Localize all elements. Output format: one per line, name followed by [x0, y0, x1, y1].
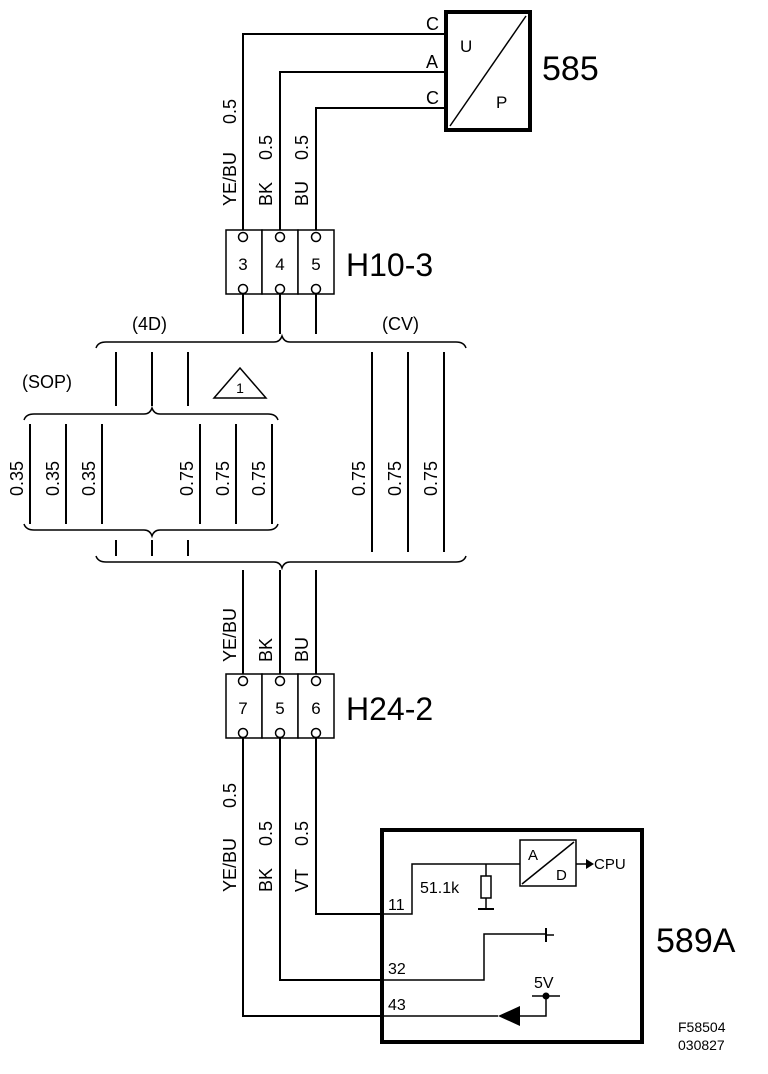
sensor-id: 585	[542, 50, 599, 88]
wire-below-size-2: 0.5	[256, 821, 276, 846]
h24-2-pin-number-2: 5	[275, 699, 284, 718]
h24-2-color-above-2: BK	[256, 638, 276, 662]
wire-below-size-3: 0.5	[292, 821, 312, 846]
adc-label-d: D	[556, 867, 567, 884]
supply-line	[520, 996, 547, 1017]
cpu-label: CPU	[594, 856, 626, 873]
supply-voltage: 5V	[534, 975, 554, 992]
h10-3-pin-top-3	[310, 231, 322, 243]
sensor-pin-c-bottom: C	[426, 88, 439, 108]
figure-code: F58504 030827	[678, 1019, 726, 1053]
size-label-right-3: 0.75	[421, 461, 441, 496]
h10-3-pin-top-1	[237, 231, 249, 243]
h10-3-pin-number-2: 4	[275, 255, 284, 274]
wire-ye-bu-ecu	[242, 738, 382, 1017]
group-label-cv: (CV)	[382, 314, 419, 334]
diode-icon	[498, 1006, 520, 1026]
wire-below-size-1: 0.5	[220, 783, 240, 808]
resistor-value: 51.1k	[420, 880, 460, 897]
note-number: 1	[236, 380, 244, 396]
wire-label-size-2: 0.5	[256, 135, 276, 160]
wire-below-color-3: VT	[292, 869, 312, 892]
h24-2-pin-number-1: 7	[238, 699, 247, 718]
wire-label-color-3: BU	[292, 181, 312, 206]
size-label-left-2: 0.75	[213, 461, 233, 496]
size-label-right-2: 0.75	[385, 461, 405, 496]
size-label-small-3: 0.35	[79, 461, 99, 496]
size-label-left-3: 0.75	[249, 461, 269, 496]
h24-2-pin-number-3: 6	[311, 699, 320, 718]
sensor-divider	[449, 15, 527, 127]
variant-section: (4D) (CV) (SOP) 1 0.35 0.35 0.35 0.75 0.…	[7, 314, 467, 571]
sensor-pin-a: A	[426, 52, 438, 72]
wire-bk-ecu	[279, 738, 382, 981]
wire-bu-top	[315, 107, 446, 236]
h10-3-id: H10-3	[346, 247, 433, 283]
cpu-arrow-icon	[586, 859, 594, 869]
group-label-sop: (SOP)	[22, 372, 72, 392]
ecu-id: 589A	[656, 922, 736, 960]
figure-code-date: 030827	[678, 1037, 725, 1053]
size-label-small-2: 0.35	[43, 461, 63, 496]
h10-3-wire-labels: YE/BU 0.5 BK 0.5 BU 0.5	[220, 99, 312, 206]
adc-label-a: A	[528, 847, 538, 864]
size-label-left-1: 0.75	[177, 461, 197, 496]
wire-label-size-1: 0.5	[220, 99, 240, 124]
ecu-pin-43: 43	[388, 997, 406, 1014]
sensor-symbol-bottom: P	[496, 93, 507, 112]
wire-label-color-2: BK	[256, 182, 276, 206]
h24-2-wire-labels: YE/BU 0.5 BK 0.5 VT 0.5	[220, 783, 312, 892]
wire-ye-bu-top	[242, 33, 446, 236]
h10-3-pin-bottom-3	[310, 283, 322, 295]
ecu-signal-line	[382, 863, 520, 915]
adc-box	[519, 839, 577, 887]
size-label-right-1: 0.75	[349, 461, 369, 496]
sensor-pin-c-top: C	[426, 14, 439, 34]
sensor-585: U P 585 C A C	[426, 10, 599, 132]
figure-code-number: F58504	[678, 1019, 726, 1035]
resistor-icon	[480, 875, 492, 899]
top-brace	[95, 333, 467, 349]
note-triangle-icon	[212, 366, 268, 399]
ecu-ground-line	[382, 933, 546, 981]
wire-label-color-1: YE/BU	[220, 152, 240, 206]
wire-below-color-1: YE/BU	[220, 838, 240, 892]
ecu-pin-32: 32	[388, 961, 406, 978]
h10-3-pin-bottom-1	[237, 283, 249, 295]
ecu-pin-11: 11	[388, 897, 405, 914]
h10-3-cell-3	[297, 229, 335, 295]
h10-3-pin-top-2	[274, 231, 286, 243]
mid-wires: YE/BU BK BU	[220, 570, 317, 680]
sensor-wires	[242, 33, 446, 236]
ecu-wires	[242, 738, 382, 1017]
h10-3-stubs	[242, 294, 317, 334]
sensor-symbol-top: U	[460, 37, 472, 56]
connector-h24-2: 7 5 6 H24-2	[225, 673, 433, 739]
inner-brace-top	[23, 405, 279, 421]
h10-3-pin-bottom-2	[274, 283, 286, 295]
group-label-4d: (4D)	[132, 314, 167, 334]
h10-3-pin-number-3: 5	[311, 255, 320, 274]
h24-2-id: H24-2	[346, 691, 433, 727]
wire-below-color-2: BK	[256, 868, 276, 892]
inner-brace-bottom	[23, 523, 279, 539]
ecu-589a: 589A 11 32 43 51.1k A D CPU 5V	[380, 828, 736, 1044]
h24-2-color-above-3: BU	[292, 637, 312, 662]
size-label-small-1: 0.35	[7, 461, 27, 496]
connector-h10-3: 3 4 5 H10-3	[225, 229, 433, 295]
wire-label-size-3: 0.5	[292, 135, 312, 160]
ecu-box	[380, 828, 644, 1044]
wire-vt-ecu	[315, 738, 382, 915]
wire-bk-top	[279, 71, 446, 236]
h10-3-pin-number-1: 3	[238, 255, 247, 274]
h24-2-color-above-1: YE/BU	[220, 608, 240, 662]
bottom-brace	[95, 555, 467, 571]
